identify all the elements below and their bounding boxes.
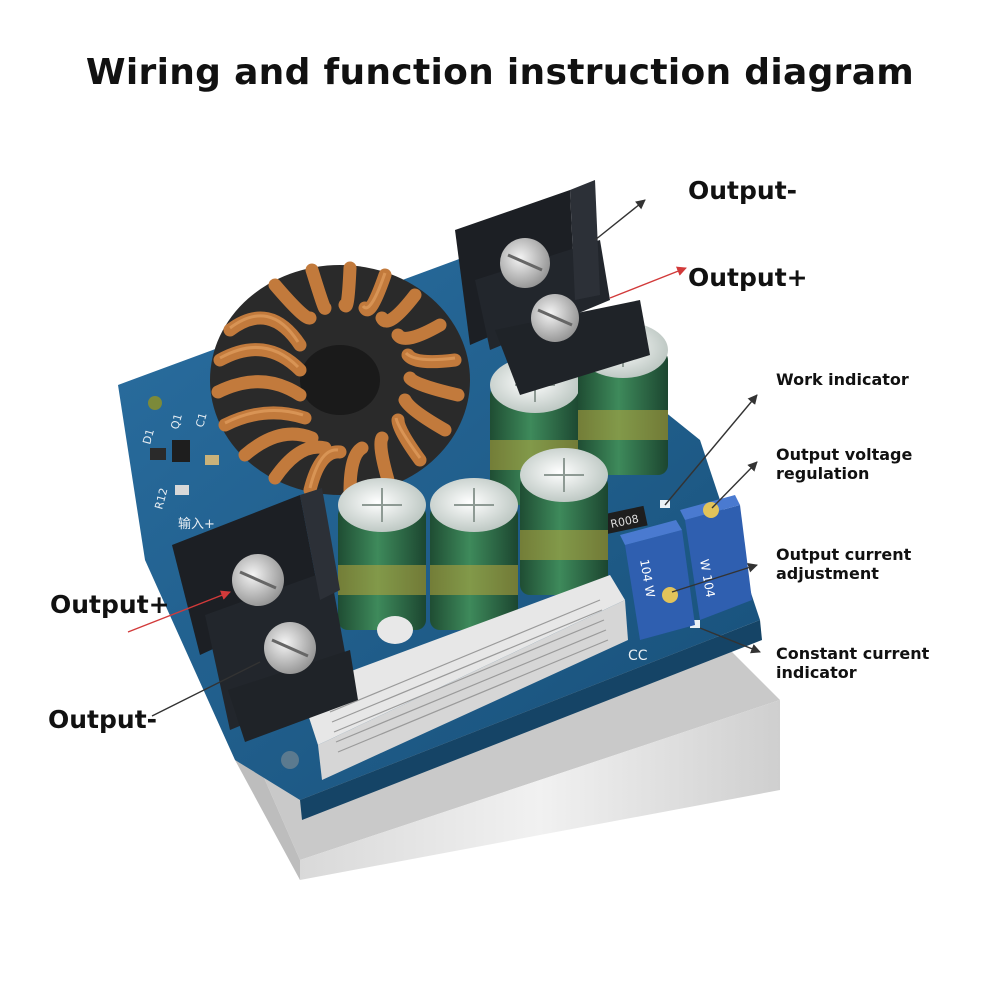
silk-q1: Q1 xyxy=(168,412,185,431)
ic-label-strip xyxy=(300,575,628,780)
label-output-minus-left: Output- xyxy=(48,705,158,734)
pointer-output-plus-left xyxy=(127,590,231,633)
pointer-voltage-regulation xyxy=(711,461,758,509)
label-voltage-regulation: Output voltage regulation xyxy=(776,445,913,483)
pot-marking: 104 W xyxy=(637,558,658,599)
silk-d1: D1 xyxy=(140,427,157,445)
silk-cc: CC xyxy=(628,648,648,664)
pointer-lines xyxy=(127,199,761,717)
output-terminal-right[interactable] xyxy=(455,180,650,395)
output-terminal-left[interactable] xyxy=(172,488,358,742)
diagram-title: Wiring and function instruction diagram xyxy=(85,52,915,93)
toroid-inductor xyxy=(210,261,470,499)
pointer-cc-indicator xyxy=(699,627,761,654)
label-current-adjustment: Output current adjustment xyxy=(776,545,912,583)
smd-component xyxy=(175,485,189,495)
label-output-plus-left: Output+ xyxy=(50,590,170,619)
pot-marking: W 104 xyxy=(697,558,717,598)
label-output-minus-right: Output- xyxy=(688,176,798,205)
label-cc-indicator: Constant current indicator xyxy=(776,644,930,682)
constant-current-led xyxy=(690,620,700,628)
small-capacitor xyxy=(377,616,413,644)
mounting-hole xyxy=(281,751,299,769)
smd-component xyxy=(150,448,166,460)
silk-c1: C1 xyxy=(193,411,209,429)
adjust-screw-icon[interactable] xyxy=(703,502,719,518)
pointer-current-adjustment xyxy=(671,563,758,593)
transistor xyxy=(172,440,190,462)
pointer-output-minus-left xyxy=(151,661,261,717)
label-work-indicator: Work indicator xyxy=(776,370,909,389)
pointer-work-indicator xyxy=(664,394,758,506)
pointer-output-plus-right xyxy=(609,266,687,299)
adjust-screw-icon[interactable] xyxy=(662,587,678,603)
shunt-resistor: R008 xyxy=(602,505,648,535)
voltage-potentiometer[interactable]: W 104 xyxy=(680,495,752,620)
label-output-plus-right: Output+ xyxy=(688,263,808,292)
silk-r12: R12 xyxy=(152,487,170,511)
smd-component xyxy=(205,455,219,465)
silk-input-plus: 输入+ xyxy=(178,516,215,532)
pointer-output-minus-right xyxy=(594,199,646,241)
capacitor-bank xyxy=(338,322,668,644)
resistor-marking: R008 xyxy=(609,512,640,531)
mounting-hole xyxy=(148,396,162,410)
